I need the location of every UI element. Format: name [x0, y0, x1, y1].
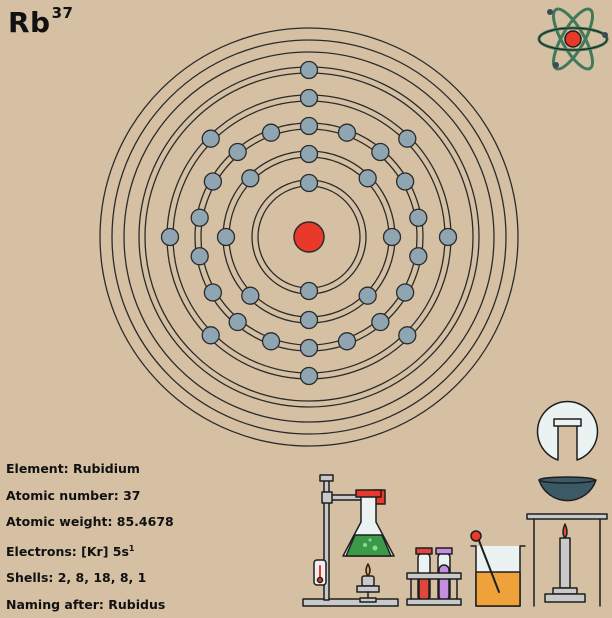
electron [160, 227, 180, 247]
electron [358, 286, 377, 305]
electron [371, 142, 390, 162]
electron [398, 326, 417, 345]
decor-ring [123, 51, 495, 423]
electron [438, 227, 458, 247]
electron [228, 142, 247, 162]
element-info: Element: Rubidium Atomic number: 37 Atom… [6, 456, 174, 618]
electron [299, 338, 319, 358]
electron [203, 283, 223, 302]
electron [299, 173, 319, 193]
electron [261, 123, 281, 142]
electron [395, 172, 415, 191]
electron [203, 172, 223, 191]
electron [337, 332, 357, 351]
electrons-line: Electrons: [Kr] 5s1 [6, 536, 174, 566]
atom-icon [537, 7, 609, 71]
electron [409, 208, 428, 227]
electron [190, 247, 209, 266]
atomic-weight-line: Atomic weight: 85.4678 [6, 514, 174, 529]
electron [261, 332, 281, 351]
electron [201, 326, 220, 345]
electron [398, 129, 417, 148]
electron [241, 286, 260, 305]
electron [382, 227, 402, 247]
electron [228, 312, 247, 332]
electron [299, 116, 319, 136]
electron [299, 144, 319, 164]
electrons-superscript: 1 [128, 543, 135, 553]
nucleus [293, 221, 325, 253]
electron [201, 129, 220, 148]
electron [371, 312, 390, 332]
atomic-number-line: Atomic number: 37 [6, 487, 141, 503]
electron [358, 169, 377, 188]
atomic-number-superscript: 37 [51, 3, 74, 22]
decor-ring [111, 39, 507, 435]
electron [299, 281, 319, 301]
electron [241, 169, 260, 188]
electron [299, 88, 319, 108]
element-line: Element: Rubidium [6, 461, 140, 476]
electron [395, 283, 415, 302]
element-symbol-text: Rb [8, 6, 51, 39]
electron [299, 60, 319, 80]
electron [299, 366, 319, 386]
electron [409, 247, 428, 266]
electrons-text: Electrons: [Kr] 5s [6, 543, 129, 559]
electron [337, 123, 357, 142]
electron [299, 310, 319, 330]
naming-line: Naming after: Rubidus [6, 596, 166, 612]
electron [216, 227, 236, 247]
decor-ring [99, 27, 519, 447]
shells-line: Shells: 2, 8, 18, 8, 1 [6, 570, 147, 586]
electron [190, 208, 209, 227]
element-symbol: Rb37 [8, 3, 74, 39]
